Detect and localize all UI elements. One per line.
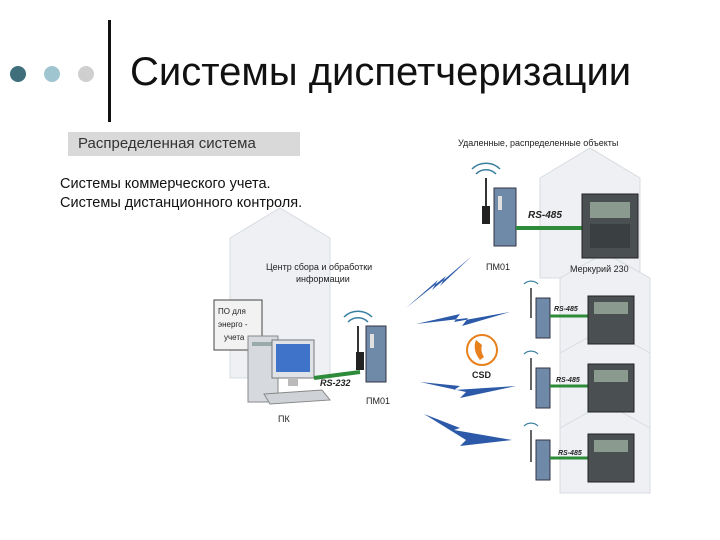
bullet-dots (10, 66, 110, 86)
slide-title: Системы диспетчеризации (130, 50, 632, 94)
text-line-1: Системы коммерческого учета. (60, 176, 271, 192)
rs485-small-label-1: RS-485 (554, 306, 578, 313)
lightning-bolt-2 (416, 312, 510, 326)
remote-station-3 (523, 422, 635, 483)
rs485-small-label-2: RS-485 (556, 377, 580, 384)
subtitle-box: Распределенная система (68, 132, 300, 156)
center-modem-icon (343, 310, 387, 383)
dot-grey (78, 66, 94, 82)
remote-station-2 (523, 350, 635, 413)
text-line-2: Системы дистанционного контроля. (60, 195, 303, 211)
lightning-bolt-1 (406, 256, 472, 308)
dot-light-blue (44, 66, 60, 82)
rs485-label: RS-485 (528, 210, 562, 221)
csd-label: CSD (472, 370, 492, 380)
meter-label: Меркурий 230 (570, 264, 629, 274)
center-label-line2: информации (296, 274, 350, 284)
pc-label: ПК (278, 414, 290, 424)
pm01-center-label: ПМ01 (366, 396, 390, 406)
pm01-remote-label: ПМ01 (486, 262, 510, 272)
lightning-bolt-4 (424, 414, 512, 446)
lightning-bolt-3 (420, 382, 516, 398)
rs232-cable (313, 370, 361, 380)
pc-icon (247, 335, 331, 405)
software-line-3: учета (224, 333, 245, 342)
remote-station-1 (523, 280, 635, 345)
title-divider (108, 20, 111, 122)
center-label-line1: Центр сбора и обработки (266, 262, 372, 272)
lightning-bolts (406, 256, 516, 446)
software-line-1: ПО для (218, 307, 246, 316)
software-line-2: энерго - (218, 320, 248, 329)
remote-modem-icon (471, 162, 517, 247)
dot-dark (10, 66, 26, 82)
rs232-label: RS-232 (320, 378, 351, 388)
network-diagram: Удаленные, распределенные объекты Центр … (213, 138, 651, 494)
rs485-small-label-3: RS-485 (558, 450, 582, 457)
remote-objects-label: Удаленные, распределенные объекты (458, 138, 618, 148)
phone-icon (466, 334, 498, 366)
meter-icon-top (581, 193, 639, 259)
